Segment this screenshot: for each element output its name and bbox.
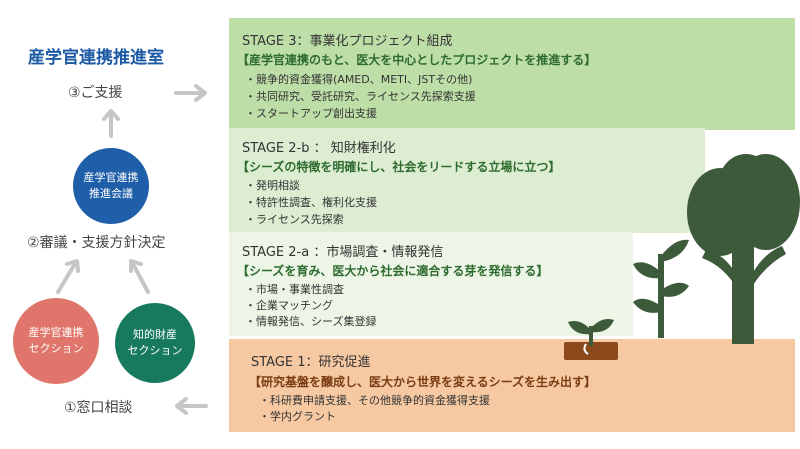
stage2a-subtitle: 【シーズを育み、医大から社会に適合する芽を発信する】 <box>237 264 549 278</box>
council-circle: 産学官連携 推進会議 <box>73 148 149 224</box>
stage3-panel: STAGE 3：事業化プロジェクト組成 【産学官連携のもと、医大を中心としたプロ… <box>229 18 795 130</box>
stage3-item: ・競争的資金獲得(AMED、METI、JSTその他) <box>245 73 473 86</box>
stage1-title: STAGE 1：研究促進 <box>251 355 371 370</box>
org-title: 産学官連携推進室 <box>28 48 164 68</box>
stage2b-title: STAGE 2-b ： 知財権利化 <box>242 141 396 156</box>
council-label-line1: 産学官連携 <box>83 171 139 184</box>
chiteki-label-line1: 知的財産 <box>133 328 177 341</box>
council-label-line2: 推進会議 <box>89 187 133 200</box>
step3-label: ③ご支援 <box>68 85 123 101</box>
flow-arrows <box>56 84 208 415</box>
stage2b-subtitle: 【シーズの特徴を明確にし、社会をリードする立場に立つ】 <box>237 160 561 174</box>
stage2a-item: ・企業マッチング <box>245 299 333 312</box>
stage2b-item: ・特許性調査、権利化支援 <box>245 196 377 209</box>
chiteki-section-circle: 知的財産 セクション <box>115 303 195 383</box>
sprout-icon <box>564 319 618 360</box>
stage1-panel: STAGE 1：研究促進 【研究基盤を醸成し、医大から世界を変えるシーズを生み出… <box>229 339 795 432</box>
stage3-title: STAGE 3：事業化プロジェクト組成 <box>242 34 453 49</box>
step2-label: ②審議・支援方針決定 <box>27 235 166 251</box>
stage1-subtitle: 【研究基盤を醸成し、医大から世界を変えるシーズを生み出す】 <box>249 375 597 389</box>
chiteki-label-line2: セクション <box>127 344 183 357</box>
stage2b-item: ・発明相談 <box>245 179 300 192</box>
stage2a-item: ・市場・事業性調査 <box>245 283 344 296</box>
arrow-icon <box>102 109 120 138</box>
sangaku-section-circle: 産学官連携 セクション <box>13 298 99 384</box>
tree-icon <box>687 154 800 344</box>
stage2a-title: STAGE 2-a ：市場調査・情報発信 <box>242 245 444 260</box>
stage3-item: ・スタートアップ創出支援 <box>245 107 377 120</box>
stage2a-item: ・情報発信、シーズ集登録 <box>245 315 377 328</box>
stage3-subtitle: 【産学官連携のもと、医大を中心としたプロジェクトを推進する】 <box>237 53 597 67</box>
step1-label: ①窓口相談 <box>64 400 133 416</box>
stage2b-panel: STAGE 2-b ： 知財権利化 【シーズの特徴を明確にし、社会をリードする立… <box>229 128 705 233</box>
arrow-icon <box>56 259 80 294</box>
sangaku-label-line1: 産学官連携 <box>28 326 84 339</box>
arrow-icon <box>175 397 208 415</box>
stage1-item: ・科研費申請支援、その他競争的資金獲得支援 <box>259 394 490 407</box>
stage3-item: ・共同研究、受託研究、ライセンス先探索支援 <box>245 90 476 103</box>
stage1-item: ・学内グラント <box>259 410 336 423</box>
arrow-icon <box>129 259 150 294</box>
arrow-icon <box>174 84 207 102</box>
stage2b-item: ・ライセンス先探索 <box>245 213 344 226</box>
stage2a-panel: STAGE 2-a ：市場調査・情報発信 【シーズを育み、医大から社会に適合する… <box>229 232 633 336</box>
sangaku-label-line2: セクション <box>28 342 84 355</box>
plant-icon <box>633 239 689 338</box>
